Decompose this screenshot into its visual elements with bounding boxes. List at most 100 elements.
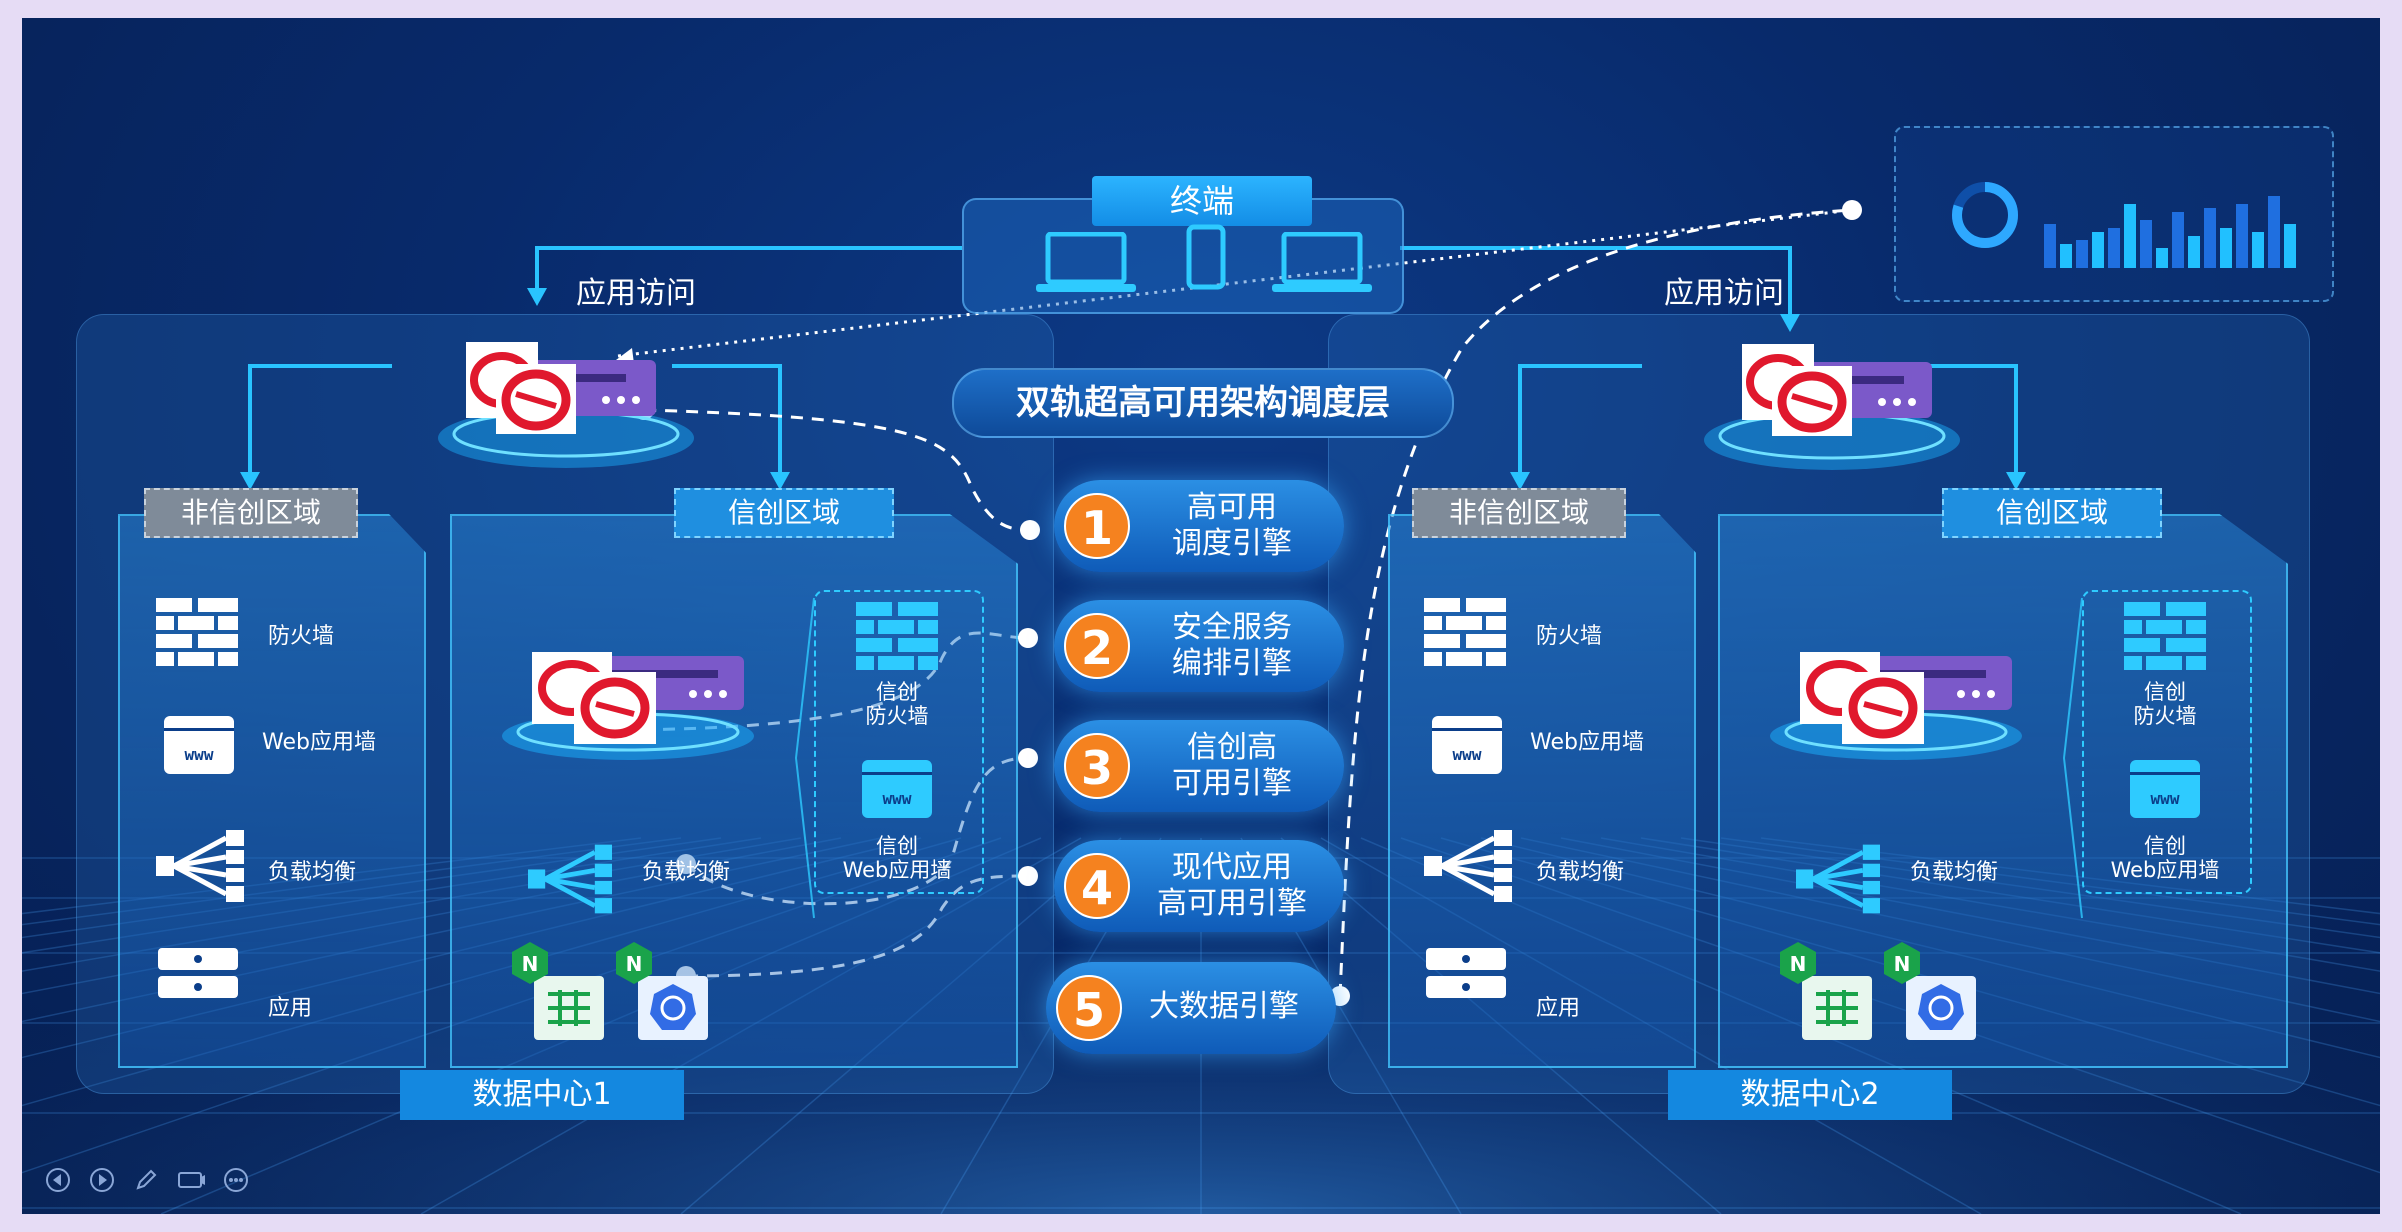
laptop-icon [1036,232,1136,292]
engine-label: 现代应用高可用引擎 [1157,850,1307,921]
engine-label: 信创高可用引擎 [1172,730,1292,801]
datacenter-label-2: 数据中心2 [1668,1070,1952,1120]
dashboard-bar [2236,204,2248,268]
svg-text:N: N [522,952,539,976]
svg-text:N: N [626,952,643,976]
waf-icon: www [1432,716,1502,774]
engine-number: 5 [1056,975,1122,1041]
app-icon [1426,948,1506,998]
lb-label: 负载均衡 [268,860,357,885]
scheduler-server-left [438,342,694,468]
phone-icon [1186,224,1226,290]
dashboard-bar [2220,228,2232,268]
nginx-ingress-icon: N [512,942,604,1040]
prev-icon[interactable] [44,1166,72,1194]
laptop-icon [1272,232,1372,292]
dashboard-bar [2252,232,2264,268]
dashboard-bar [2092,232,2104,268]
xc-server-divider [794,597,815,919]
dashboard-bar [2188,236,2200,268]
xc-firewall-label: 信创防火墙 [832,680,962,728]
xc-firewall-label-text: 信创防火墙 [2133,680,2197,728]
waf-icon: www [164,716,234,774]
engine-number: 2 [1064,613,1130,679]
xc-server [502,652,754,760]
xc-security-box [2082,590,2252,894]
dashboard-bar [2076,240,2088,268]
svg-text:www: www [1453,745,1482,764]
engine-3: 3 信创高可用引擎 [1054,720,1344,812]
svg-text:N: N [1894,952,1911,976]
xc-firewall-label-line1: 信创防火墙 [865,680,929,728]
app-icon [158,948,238,998]
xc-zone-title-1: 信创区域 [674,488,894,538]
player-controls [44,1166,284,1196]
non-xc-zone-title-2: 非信创区域 [1412,488,1626,538]
pen-icon[interactable] [132,1166,160,1194]
screen-icon[interactable] [176,1166,206,1194]
firewall-label: 防火墙 [268,624,335,649]
xc-server [1770,652,2022,760]
engine-2: 2 安全服务编排引擎 [1054,600,1344,692]
engine-5: 5 大数据引擎 [1046,962,1336,1054]
dashboard-bar [2172,212,2184,268]
waf-label: Web应用墙 [1530,730,1644,755]
load-balancer-icon [1424,830,1512,902]
dashboard-bar [2156,248,2168,268]
scheduler-title: 双轨超高可用架构调度层 [952,368,1454,438]
svg-text:N: N [1790,952,1807,976]
waf-label: Web应用墙 [262,730,376,755]
xc-waf-icon: www [862,760,932,818]
svg-text:www: www [2151,789,2180,808]
engine-4: 4 现代应用高可用引擎 [1054,840,1344,932]
dashboard-bar [2060,244,2072,268]
engine-number: 4 [1064,853,1130,919]
xc-server-divider [2062,597,2083,919]
bar-chart-icon [2044,196,2296,268]
xc-load-balancer-icon [528,844,612,914]
next-icon[interactable] [88,1166,116,1194]
xc-waf-icon: www [2130,760,2200,818]
engine-1: 1 高可用调度引擎 [1054,480,1344,572]
xc-lb-label: 负载均衡 [642,860,731,885]
more-icon[interactable] [222,1166,250,1194]
dashboard-bar [2140,220,2152,268]
xc-load-balancer-icon [1796,844,1880,914]
dashboard-bar [2268,196,2280,268]
svg-text:www: www [883,789,912,808]
dashboard-bar [2204,208,2216,268]
terminal-title: 终端 [1092,176,1312,226]
xc-zone-title-2: 信创区域 [1942,488,2162,538]
diagram-canvas: 终端 应用访问 应用访问 双轨超高可用架构调度层 [22,18,2380,1214]
xc-firewall-icon [856,602,938,670]
app-access-label-right: 应用访问 [1664,276,1784,311]
svg-text:www: www [185,745,214,764]
ring-chart-icon [1952,182,2018,248]
engine-number: 3 [1064,733,1130,799]
xc-firewall-icon [2124,602,2206,670]
scheduler-server-right [1704,344,1960,470]
non-xc-zone-title-1: 非信创区域 [144,488,358,538]
dashboard-box [1894,126,2334,302]
app-access-label-left: 应用访问 [576,276,696,311]
xc-security-box [814,590,984,894]
lb-label: 负载均衡 [1536,860,1625,885]
firewall-icon [156,598,238,666]
dashboard-bar [2124,204,2136,268]
nginx-ingress-icon: N [1780,942,1872,1040]
engine-label: 大数据引擎 [1149,989,1299,1024]
load-balancer-icon [156,830,244,902]
datacenter-label-1: 数据中心1 [400,1070,684,1120]
firewall-label: 防火墙 [1536,624,1603,649]
dashboard-bar [2284,224,2296,268]
engine-label: 安全服务编排引擎 [1172,610,1292,681]
dashboard-bar [2108,228,2120,268]
firewall-icon [1424,598,1506,666]
xc-lb-label: 负载均衡 [1910,860,1999,885]
kubernetes-icon: N [616,942,708,1040]
kubernetes-icon: N [1884,942,1976,1040]
